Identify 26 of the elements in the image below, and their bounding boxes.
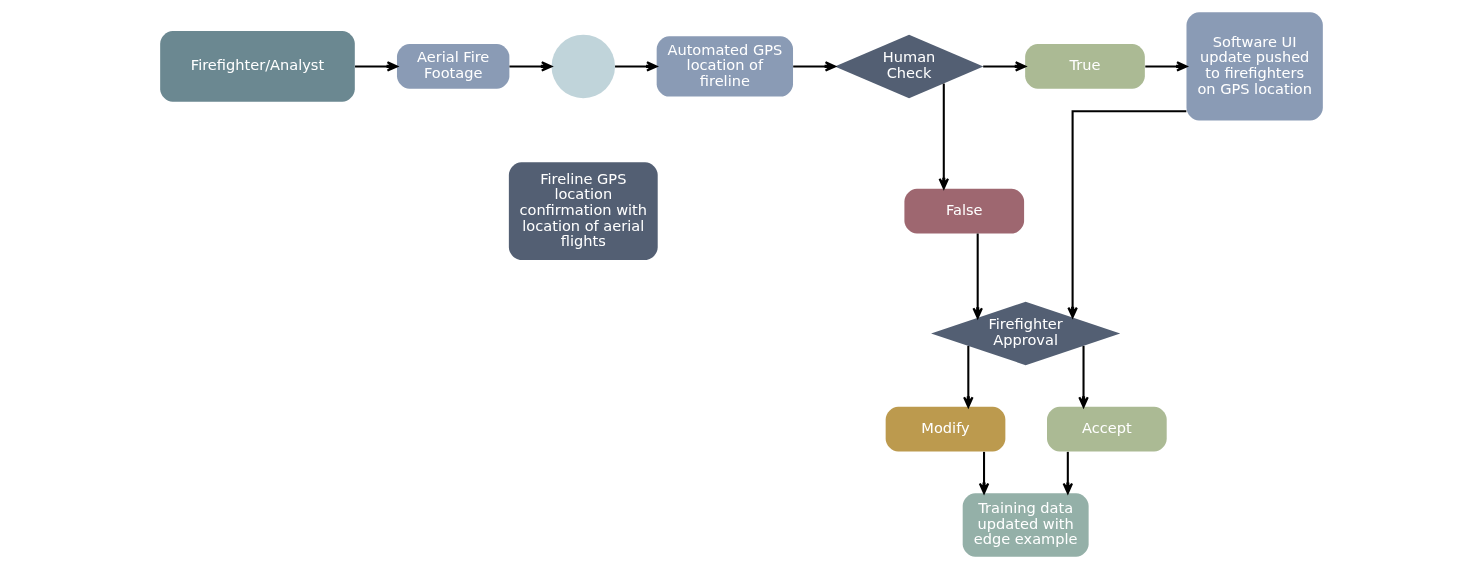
node-box: Automated GPS location of fireline [656, 36, 793, 97]
node-box: Fireline GPS location confirmation with location of aerial flights [508, 162, 658, 261]
arrow [1067, 110, 1187, 319]
node-diamond: Human Check [834, 34, 984, 99]
arrow [355, 61, 398, 72]
node-box: False [904, 188, 1025, 234]
node-box: Aerial Fire Footage [396, 44, 510, 89]
node-box: True [1025, 44, 1145, 89]
arrow [1062, 451, 1074, 495]
node-box: Firefighter/Analyst [160, 31, 355, 102]
arrow [793, 61, 836, 72]
arrow [1078, 345, 1089, 408]
arrow [978, 451, 990, 495]
arrow [963, 345, 974, 408]
node-circle [551, 34, 616, 99]
arrow [615, 61, 658, 72]
node-box: Modify [885, 406, 1006, 452]
arrow [938, 83, 950, 190]
node-diamond: Firefighter Approval [931, 301, 1121, 366]
arrow [972, 233, 983, 319]
arrow [1145, 61, 1188, 72]
node-box: Software UI update pushed to firefighters on GPS location [1186, 12, 1323, 121]
node-box: Training data updated with edge example [962, 493, 1089, 557]
node-box: Accept [1047, 406, 1167, 452]
arrow [983, 61, 1027, 72]
arrow [509, 61, 553, 72]
